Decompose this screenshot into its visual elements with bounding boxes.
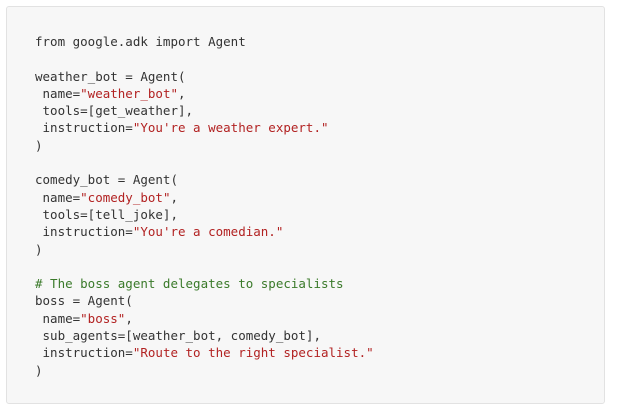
code-line: instruction="You're a weather expert." (35, 119, 374, 136)
code-line: sub_agents=[weather_bot, comedy_bot], (35, 327, 374, 344)
code-line: # The boss agent delegates to specialist… (35, 275, 374, 292)
code-line: name="weather_bot", (35, 85, 374, 102)
code-token: sub_agents=[weather_bot, comedy_bot], (35, 328, 321, 344)
code-token: boss = Agent( (35, 293, 133, 309)
code-line: tools=[get_weather], (35, 102, 374, 119)
code-token: weather_bot = Agent( (35, 68, 186, 84)
code-line: instruction="You're a comedian." (35, 223, 374, 240)
code-token: instruction= (35, 224, 133, 240)
code-line: ) (35, 137, 374, 154)
string-literal: "You're a weather expert." (132, 120, 329, 136)
code-token: , (178, 85, 186, 101)
code-line: instruction="Route to the right speciali… (35, 344, 374, 361)
code-line: ) (35, 362, 374, 379)
code-line: weather_bot = Agent( (35, 68, 374, 85)
code-token: instruction= (35, 345, 133, 361)
code-token: , (170, 189, 178, 205)
code-token: tools=[tell_joke], (35, 206, 178, 222)
string-literal: "comedy_bot" (80, 189, 171, 205)
code-block: from google.adk import Agent weather_bot … (6, 6, 605, 404)
code-line: comedy_bot = Agent( (35, 171, 374, 188)
code-token: comedy_bot = Agent( (35, 172, 178, 188)
code-line: ) (35, 241, 374, 258)
code-text: from google.adk import Agent weather_bot … (35, 33, 374, 379)
code-line (35, 258, 374, 275)
code-line (35, 154, 374, 171)
code-token: instruction= (35, 120, 133, 136)
string-literal: "You're a comedian." (132, 224, 284, 240)
code-line: tools=[tell_joke], (35, 206, 374, 223)
string-literal: "boss" (80, 310, 126, 326)
string-literal: "weather_bot" (80, 85, 178, 101)
code-token: ) (35, 137, 43, 153)
code-line (35, 50, 374, 67)
code-token: , (125, 310, 133, 326)
code-comment: # The boss agent delegates to specialist… (35, 276, 344, 292)
code-token: name= (35, 189, 81, 205)
code-line: boss = Agent( (35, 292, 374, 309)
code-token: ) (35, 241, 43, 257)
string-literal: "Route to the right specialist." (132, 345, 374, 361)
code-token: name= (35, 85, 81, 101)
code-token: from google.adk import Agent (35, 34, 246, 49)
code-token: ) (35, 362, 43, 378)
code-token: tools=[get_weather], (35, 103, 194, 119)
code-token: name= (35, 310, 81, 326)
code-line: from google.adk import Agent (35, 33, 374, 50)
code-line: name="boss", (35, 310, 374, 327)
code-line: name="comedy_bot", (35, 189, 374, 206)
